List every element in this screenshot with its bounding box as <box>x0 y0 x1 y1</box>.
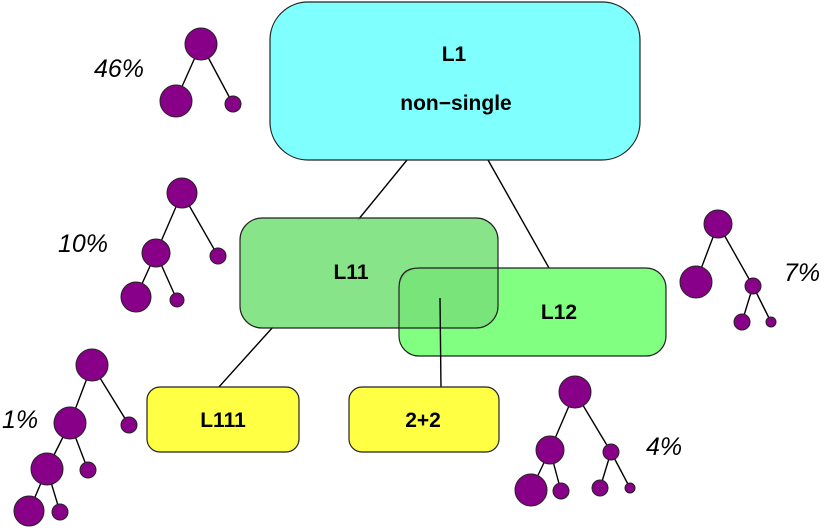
box-l12-overlap-outline <box>398 267 498 328</box>
tree-icon-l11 <box>120 177 227 313</box>
tree-icon-l12 <box>679 209 777 331</box>
tree-node <box>602 443 620 461</box>
tree-node <box>209 247 227 265</box>
percentage-l1: 46% <box>94 55 144 83</box>
tree-node <box>120 281 152 313</box>
box-l111-shape <box>146 386 300 453</box>
box-two-plus-two-shape <box>348 386 500 453</box>
box-l11-shape <box>239 217 499 329</box>
box-l11-label: L11 <box>333 261 368 284</box>
percentage-l12: 7% <box>784 259 820 287</box>
tree-node <box>184 27 218 61</box>
tree-node <box>30 452 64 486</box>
connectors <box>217 159 550 389</box>
tree-node <box>733 313 751 331</box>
tree-node <box>224 95 242 113</box>
tree-icon-l1 <box>159 27 242 118</box>
box-l1-shape <box>269 1 641 161</box>
connector-l1-l12 <box>487 159 550 269</box>
tree-node <box>514 473 548 507</box>
box-l111-label: L111 <box>200 409 246 432</box>
box-two-plus-two: 2+2 <box>348 386 500 453</box>
tree-icon-l111 <box>13 348 138 527</box>
tree-node <box>169 292 185 308</box>
connector-l11-l111 <box>217 326 274 389</box>
box-l1-subtitle: non−single <box>400 92 511 115</box>
tree-node <box>53 406 87 440</box>
tree-node <box>141 238 171 268</box>
tree-node <box>166 177 198 209</box>
box-two-plus-two-label: 2+2 <box>405 409 441 432</box>
box-l12-label: L12 <box>541 301 577 324</box>
tree-node <box>75 348 109 382</box>
box-l1-title: L1 <box>442 43 467 66</box>
connector-overlap-two-plus-two <box>439 297 442 389</box>
tree-node <box>679 265 713 299</box>
tree-node <box>13 495 45 527</box>
tree-node <box>558 375 592 409</box>
connector-l1-l11 <box>357 159 408 221</box>
tree-node <box>79 461 97 479</box>
box-l111: L111 <box>146 386 300 453</box>
tree-icon-two-plus-two <box>514 375 636 507</box>
tree-node <box>744 277 762 295</box>
percentage-l111: 1% <box>2 406 38 434</box>
box-l11: L11 <box>239 217 499 329</box>
tree-node <box>624 482 636 494</box>
tree-node <box>765 316 777 328</box>
percentage-l11: 10% <box>58 230 108 258</box>
tree-node <box>535 435 565 465</box>
tree-node <box>159 84 193 118</box>
tree-node <box>552 482 570 500</box>
tree-node <box>703 209 733 239</box>
tree-node <box>120 416 138 434</box>
tree-node <box>51 503 69 521</box>
percentage-two-plus-two: 4% <box>646 433 682 461</box>
tree-node <box>591 479 609 497</box>
box-l1: L1 non−single <box>269 1 641 161</box>
